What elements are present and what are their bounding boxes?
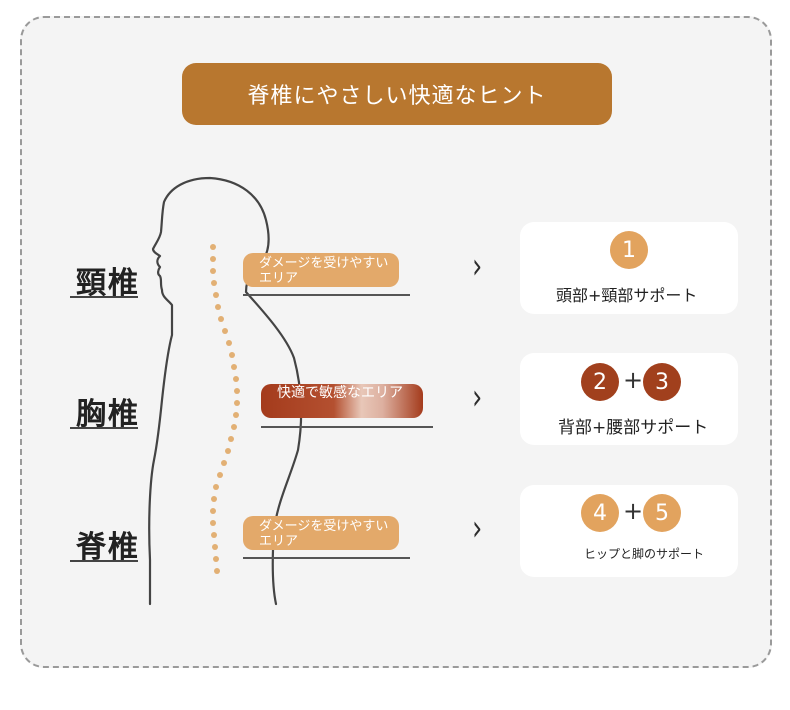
region-label-cervical: 頸椎 [76,266,140,301]
region-underline [70,427,138,429]
spine-dot [222,328,228,334]
spine-dot [211,532,217,538]
support-text: 頭部+頸部サポート [556,286,698,305]
support-card-hip-leg: 4 + 5 ヒップと脚のサポート [520,485,738,577]
chevron-right-icon: › [472,377,483,418]
support-card-head-neck: 1 頭部+頸部サポート [520,222,738,314]
spine-dot [211,280,217,286]
chevron-right-icon: › [472,246,483,287]
spine-dot [214,568,220,574]
chevron-right-icon: › [472,508,483,549]
spine-dot [210,268,216,274]
spine-dot [215,304,221,310]
body-outline [148,176,303,606]
spine-dot [210,244,216,250]
callout-text: ダメージを受けやすいエリア [259,519,389,549]
region-underline [70,296,138,298]
spine-dot [228,436,234,442]
spine-dot [213,484,219,490]
number-badge: 3 [643,363,681,401]
title-banner: 脊椎にやさしい快適なヒント [182,63,612,125]
callout-text: 快適で敏感なエリア [277,385,403,401]
spine-dot [210,508,216,514]
callout-cervical: ダメージを受けやすいエリア [243,253,399,287]
spine-dot [213,292,219,298]
region-label-spine: 脊椎 [76,530,140,565]
plus-sign: + [623,366,644,394]
spine-dot [229,352,235,358]
spine-dot [231,424,237,430]
spine-dot [231,364,237,370]
number-badge: 5 [643,494,681,532]
callout-line [243,294,410,296]
spine-dot [217,472,223,478]
spine-dot [233,376,239,382]
spine-dot [218,316,224,322]
spine-dot [210,256,216,262]
region-label-thoracic: 胸椎 [76,397,140,432]
number-badge: 1 [610,231,648,269]
spine-dot [221,460,227,466]
support-card-back-waist: 2 + 3 背部+腰部サポート [520,353,738,445]
number-badge: 2 [581,363,619,401]
region-underline [70,560,138,562]
callout-line [243,557,410,559]
spine-dot [226,340,232,346]
title-text: 脊椎にやさしい快適なヒント [247,84,547,109]
plus-sign: + [623,497,644,525]
number-badge: 4 [581,494,619,532]
callout-thoracic: 快適で敏感なエリア [261,384,423,418]
callout-line [261,426,433,428]
spine-dot [211,496,217,502]
spine-dot [234,400,240,406]
spine-dot [212,544,218,550]
callout-text: ダメージを受けやすいエリア [259,256,389,286]
support-text: 背部+腰部サポート [558,418,709,438]
spine-dot [233,412,239,418]
spine-dot [225,448,231,454]
spine-dot [234,388,240,394]
spine-dot [210,520,216,526]
callout-spine: ダメージを受けやすいエリア [243,516,399,550]
spine-dot [213,556,219,562]
spine-dots [210,244,240,574]
support-text: ヒップと脚のサポート [584,547,705,561]
